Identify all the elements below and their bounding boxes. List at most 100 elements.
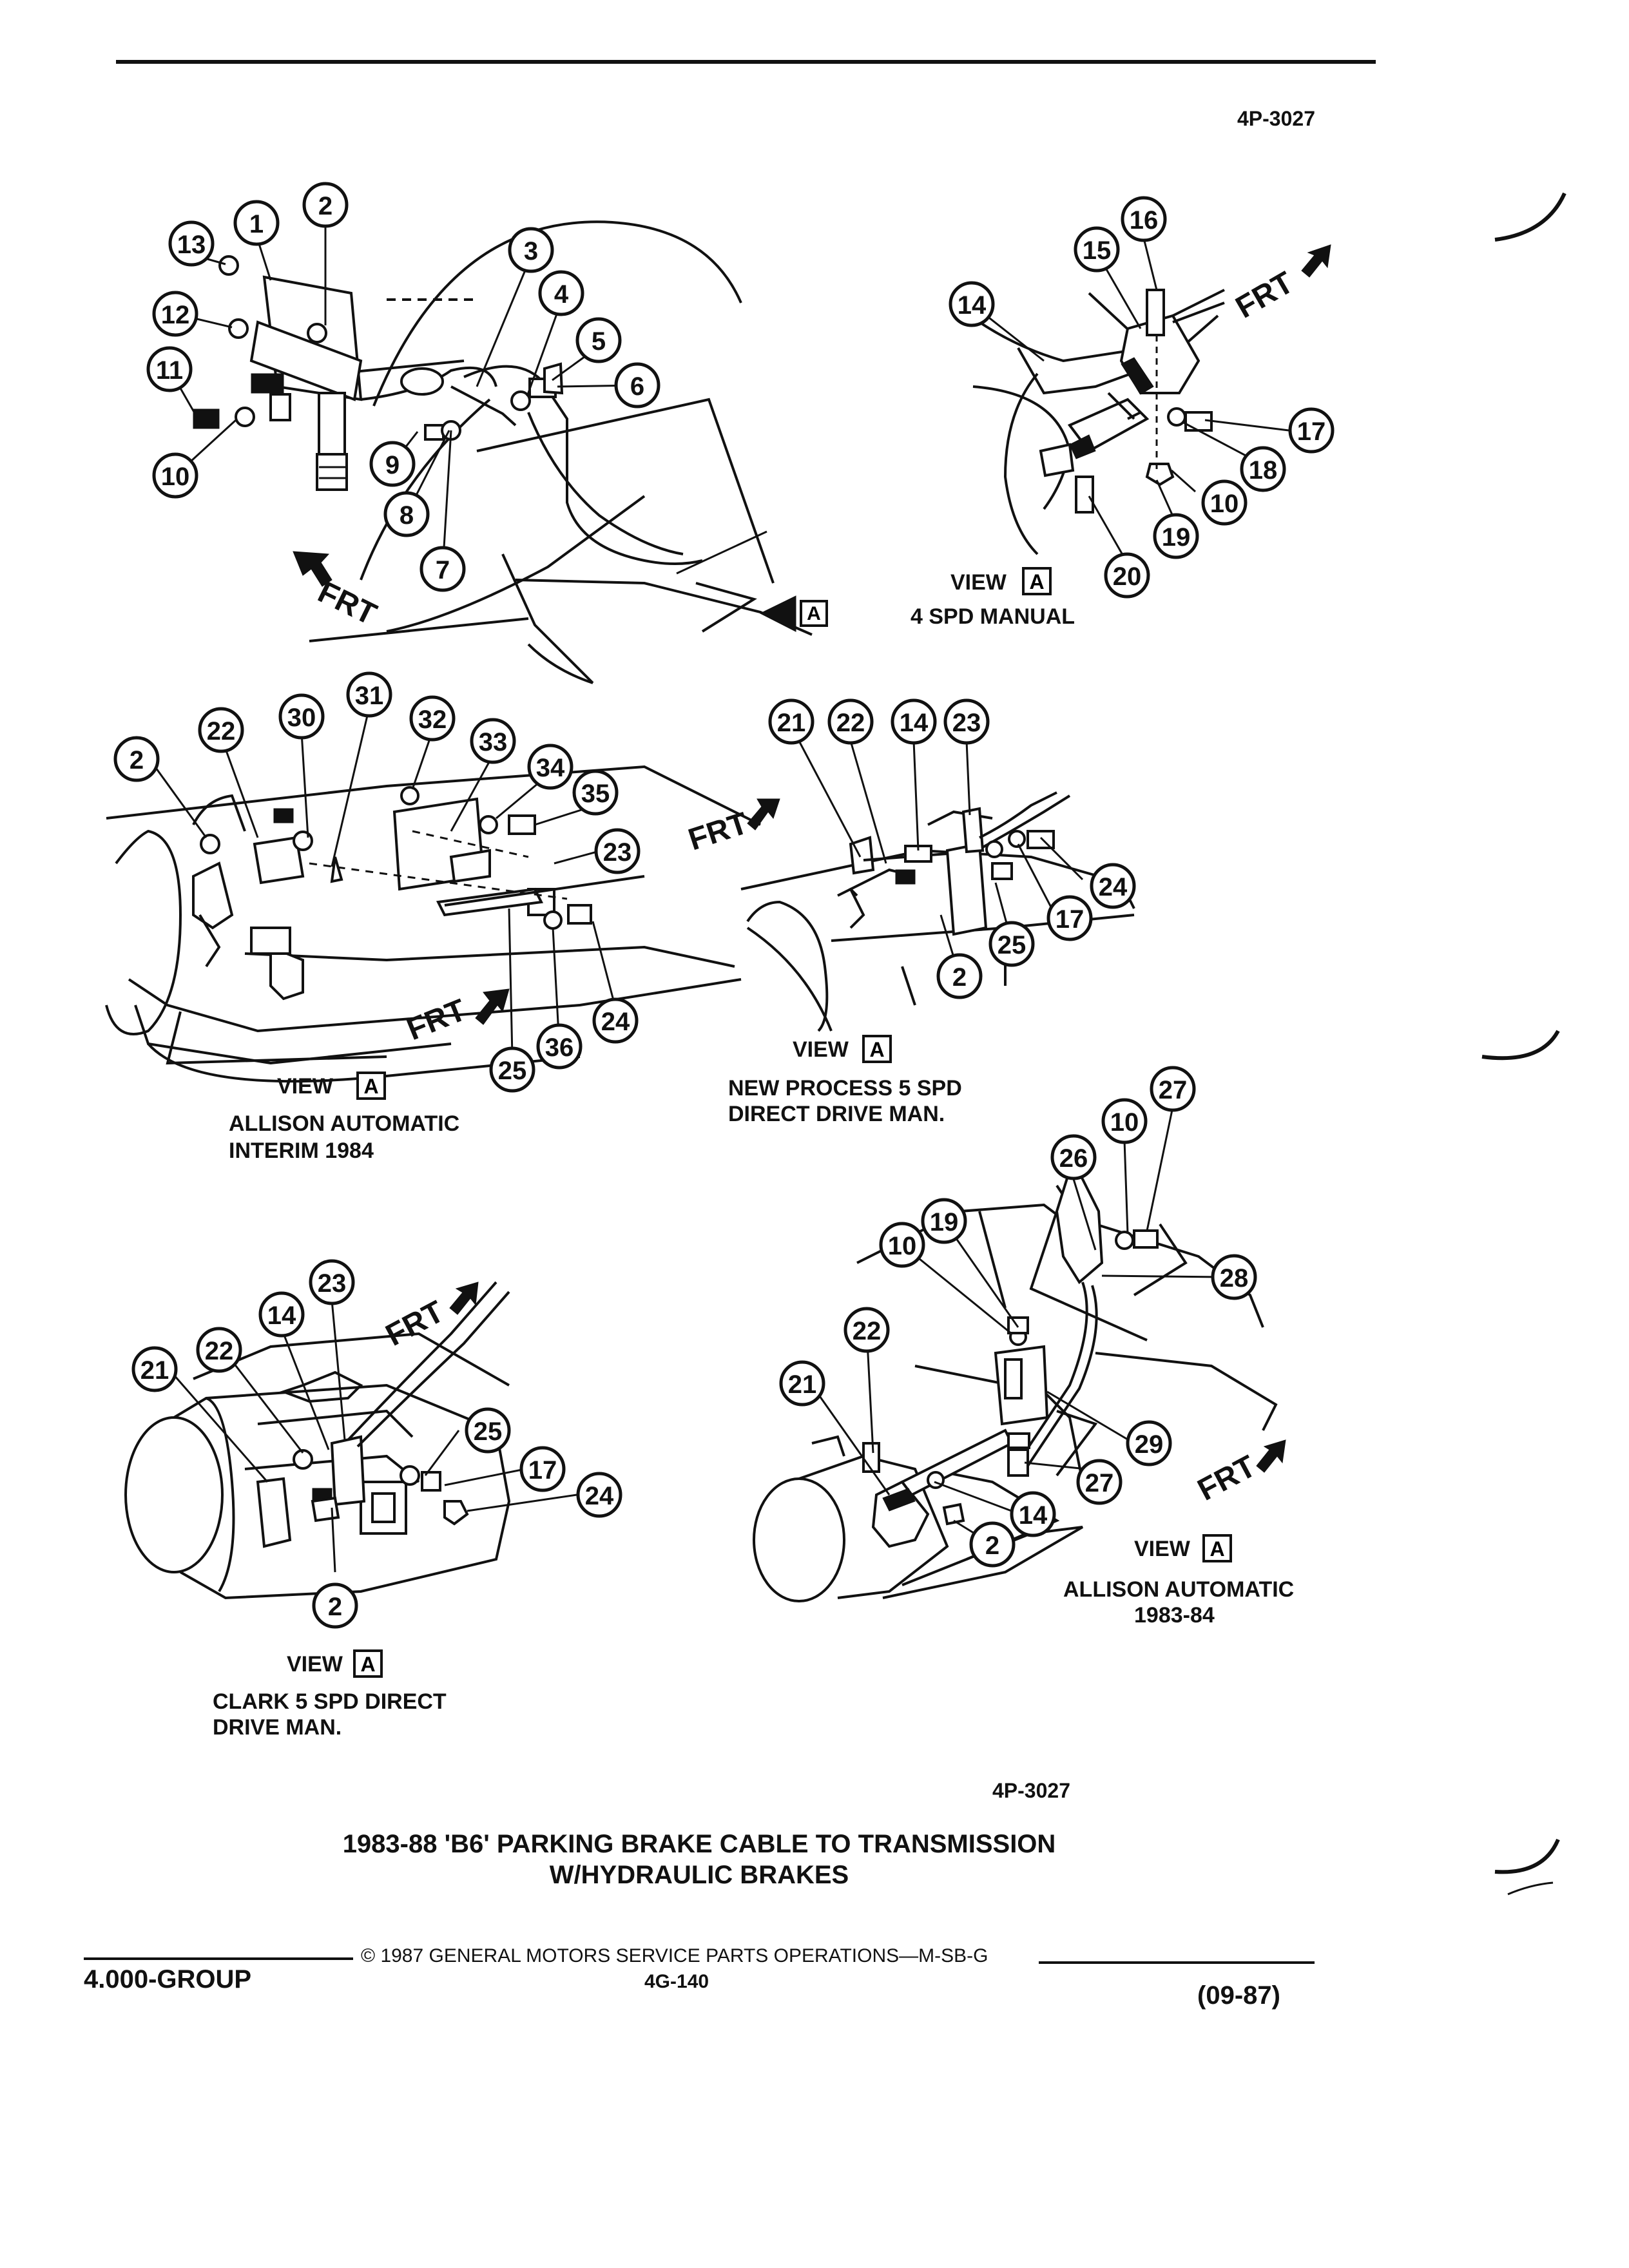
callout-circle [943, 698, 990, 745]
callout-circle [527, 744, 574, 790]
callout-number: 19 [1162, 523, 1191, 552]
callout-circle [233, 200, 280, 246]
allison-8384-frt-label: FRT [1192, 1449, 1261, 1508]
callout-number: 25 [474, 1418, 503, 1446]
callout-number: 12 [161, 301, 190, 329]
callout-allison-8384-10: 10 [1101, 1098, 1148, 1144]
allison-8384-view-word: VIEW [1134, 1537, 1191, 1561]
callout-circle [113, 736, 160, 782]
callout-main-10: 10 [152, 452, 198, 499]
callout-circle [779, 1360, 825, 1407]
callout-number: 10 [1110, 1108, 1139, 1137]
new-process-caption-2: DIRECT DRIVE MAN. [728, 1102, 945, 1126]
allison-8384-view-label: VIEW A ALLISON AUTOMATIC 1983-84 [1063, 1534, 1294, 1628]
new-process-view-label: VIEW A NEW PROCESS 5 SPD DIRECT DRIVE MA… [728, 1035, 962, 1126]
callout-circle [1288, 407, 1335, 454]
callout-circle [470, 718, 516, 764]
callout-clark-2: 2 [312, 1582, 358, 1629]
callout-circle [198, 707, 244, 753]
callout-allison-8384-19: 19 [921, 1198, 967, 1244]
callout-circle [146, 346, 193, 392]
four-spd-view-word: VIEW [950, 570, 1007, 595]
edge-mark-3 [1507, 1881, 1554, 1896]
callout-clark-21: 21 [131, 1346, 178, 1392]
callout-number: 11 [156, 356, 183, 385]
callout-number: 2 [952, 963, 967, 992]
callout-circle [1121, 196, 1167, 242]
callout-circle [592, 997, 639, 1044]
callout-four-spd-17: 17 [1288, 407, 1335, 454]
callout-main-4: 4 [538, 270, 584, 316]
callout-main-5: 5 [575, 317, 622, 363]
four-spd-caption: 4 SPD MANUAL [911, 604, 1075, 629]
callout-circle [258, 1291, 305, 1338]
clark-view-label: VIEW A CLARK 5 SPD DIRECT DRIVE MAN. [213, 1649, 447, 1740]
callout-circle [768, 698, 815, 745]
callout-circle [302, 182, 349, 228]
callout-number: 10 [888, 1232, 917, 1260]
callout-number: 17 [528, 1456, 557, 1485]
callout-circle [1050, 1134, 1097, 1180]
callout-four-spd-16: 16 [1121, 196, 1167, 242]
callout-circle [419, 546, 466, 592]
callout-circle [1211, 1254, 1257, 1300]
allison-interim-front-arrow: FRT [402, 988, 510, 1047]
allison-interim-view-tag: A [363, 1075, 378, 1098]
callout-four-spd-19: 19 [1153, 513, 1199, 559]
diagram-title-line-1: 1983-88 'B6' PARKING BRAKE CABLE TO TRAN… [343, 1830, 1056, 1858]
callout-circle [519, 1446, 566, 1492]
callout-number: 20 [1113, 562, 1142, 591]
callout-number: 9 [385, 451, 400, 479]
callout-circle [538, 270, 584, 316]
callout-circle [936, 953, 983, 999]
callout-main-7: 7 [419, 546, 466, 592]
callout-circle [369, 441, 416, 487]
allison-8384-bracket [1055, 1156, 1104, 1285]
reference-number-bottom: 4P-3027 [992, 1779, 1070, 1802]
callout-main-13: 13 [168, 220, 215, 267]
four-spd-view-tag: A [1029, 570, 1044, 593]
callout-circle [891, 698, 937, 745]
callout-four-spd-18: 18 [1240, 446, 1286, 492]
callout-new-process-25: 25 [988, 921, 1035, 967]
callout-circle [1104, 552, 1150, 599]
new-process-view-word: VIEW [793, 1037, 849, 1062]
callout-circle [1240, 446, 1286, 492]
callout-number: 2 [985, 1532, 999, 1560]
callout-allison-interim-33: 33 [470, 718, 516, 764]
main-backing-plate-outline [372, 220, 742, 407]
callout-circle [949, 281, 995, 327]
callout-number: 24 [601, 1008, 630, 1036]
callout-number: 21 [788, 1370, 817, 1399]
callout-circle [309, 1259, 355, 1305]
callout-number: 25 [998, 931, 1027, 959]
footer-page-number: 4G-140 [644, 1971, 709, 1992]
callout-new-process-2: 2 [936, 953, 983, 999]
callout-allison-interim-36: 36 [536, 1023, 583, 1070]
callout-number: 14 [900, 709, 929, 737]
callout-number: 15 [1083, 236, 1112, 265]
four-spd-frt-label: FRT [1230, 265, 1299, 325]
callout-allison-interim-30: 30 [278, 693, 325, 740]
callout-main-11: 11 [146, 346, 193, 392]
callout-allison-interim-31: 31 [346, 671, 392, 718]
callout-circle [1150, 1066, 1196, 1112]
edge-mark-1 [1494, 192, 1566, 242]
callout-circle [1074, 226, 1120, 273]
callout-circle [1126, 1420, 1172, 1466]
callout-number: 17 [1055, 905, 1084, 934]
callout-circle [1201, 479, 1248, 526]
callout-new-process-17: 17 [1046, 895, 1093, 941]
callout-number: 31 [355, 682, 384, 710]
allison-interim-view-label: VIEW A ALLISON AUTOMATIC INTERIM 1984 [229, 1072, 459, 1163]
callout-number: 19 [930, 1208, 959, 1236]
allison-interim-view-word: VIEW [277, 1074, 334, 1099]
callout-new-process-24: 24 [1090, 863, 1136, 909]
callout-allison-8384-22: 22 [843, 1307, 890, 1353]
callout-circle [278, 693, 325, 740]
callout-number: 4 [554, 280, 569, 309]
callout-number: 22 [853, 1317, 882, 1345]
callout-allison-8384-26: 26 [1050, 1134, 1097, 1180]
callout-number: 16 [1130, 206, 1159, 235]
callout-circle [536, 1023, 583, 1070]
